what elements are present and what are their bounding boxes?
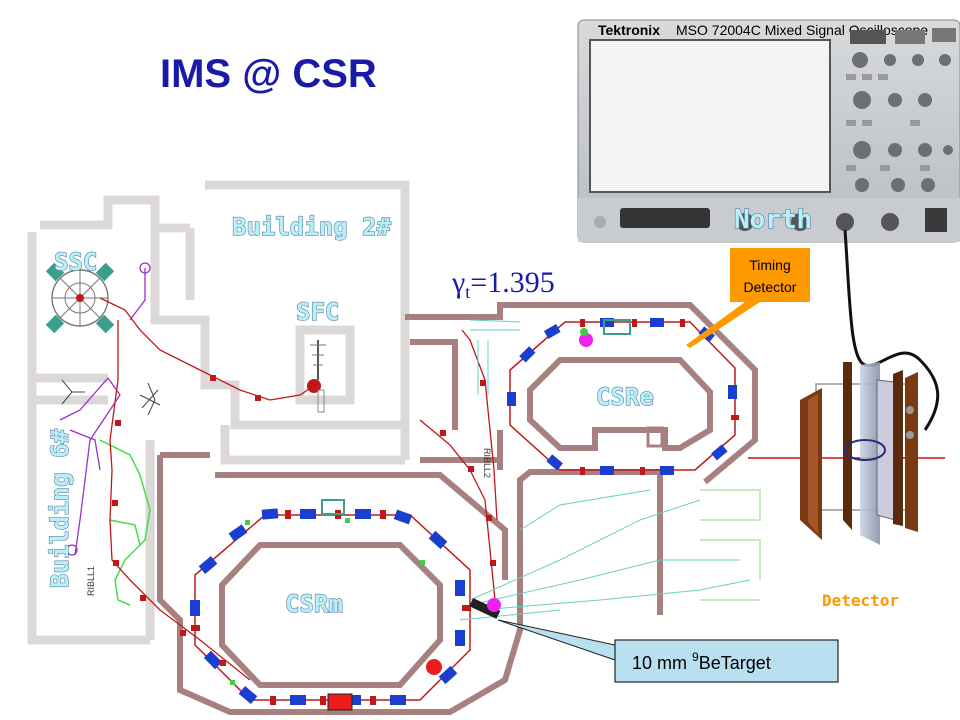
sfc-cyclotron xyxy=(307,340,326,413)
label-building-6: Building 6# xyxy=(46,429,74,588)
oscilloscope-screen xyxy=(589,39,831,193)
timing-detector-callout: Timing Detector xyxy=(686,248,810,348)
oscilloscope-buttons xyxy=(846,28,956,171)
label-building-2: Building 2# xyxy=(232,213,391,241)
label-ribll2: RIBLL2 xyxy=(482,448,492,478)
label-north: North xyxy=(734,205,812,235)
cyan-beamlines xyxy=(459,319,751,621)
timing-detector-line2: Detector xyxy=(744,279,797,295)
ssc-cyclotron xyxy=(45,262,115,334)
main-red-beamline xyxy=(99,297,498,681)
slide-title: IMS @ CSR xyxy=(160,52,377,96)
label-detector: Detector xyxy=(822,591,899,610)
target-callout-text: 10 mm 9BeTarget xyxy=(632,650,771,673)
spoke-structures xyxy=(61,379,161,416)
detector-assembly: Detector xyxy=(748,362,945,610)
oscilloscope-inputs xyxy=(594,208,947,232)
label-ssc: SSC xyxy=(54,248,97,276)
signal-cable xyxy=(843,229,940,431)
label-ribll1: RIBLL1 xyxy=(86,566,96,596)
facility-map: SSC Building 2# SFC Building 6# CSRe CSR… xyxy=(27,180,761,715)
oscilloscope: Tektronix MSO 72004C Mixed Signal Oscill… xyxy=(577,19,960,243)
oscilloscope-model: MSO 72004C Mixed Signal Oscilloscope xyxy=(676,22,928,38)
left-building-walls xyxy=(27,180,410,645)
csre-ring xyxy=(507,318,739,475)
target-area xyxy=(469,598,501,619)
oscilloscope-brand: Tektronix xyxy=(598,22,660,38)
oscilloscope-knobs xyxy=(852,52,953,192)
label-csre: CSRe xyxy=(596,383,654,411)
purple-beamlines xyxy=(59,262,151,556)
csrm-ring xyxy=(190,499,471,711)
experimental-hall-outline xyxy=(700,489,761,601)
gamma-t-label: γt=1.395 xyxy=(451,266,555,302)
csr-hall-walls xyxy=(157,302,758,715)
green-beamline-left xyxy=(99,439,151,606)
beamline-magnets xyxy=(112,375,496,666)
label-sfc: SFC xyxy=(296,298,339,326)
label-csrm: CSRm xyxy=(285,590,343,618)
timing-detector-line1: Timing xyxy=(749,257,791,273)
target-callout: 10 mm 9BeTarget xyxy=(497,619,839,683)
